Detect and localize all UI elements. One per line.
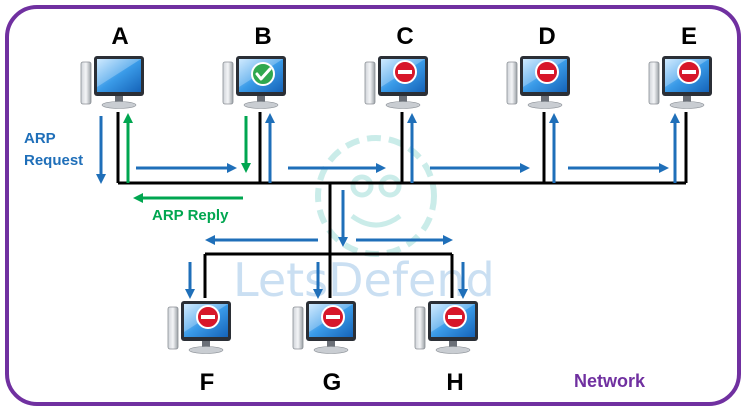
node-label-f: F (200, 369, 215, 396)
no-entry-icon (321, 305, 345, 329)
computer-b (222, 55, 287, 109)
watermark: LetsDefend (233, 135, 495, 307)
no-entry-icon (196, 305, 220, 329)
arp-request-label-line1: ARP (24, 130, 56, 147)
arp-reply-label: ARP Reply (152, 207, 229, 224)
computer-c (364, 55, 429, 109)
no-entry-icon (443, 305, 467, 329)
network-bus (116, 112, 688, 298)
computer-a (80, 55, 145, 109)
node-label-h: H (446, 369, 463, 396)
arp-request-arrows (96, 113, 680, 299)
node-label-a: A (111, 23, 128, 50)
no-entry-icon (677, 60, 701, 84)
watermark-text: LetsDefend (233, 253, 495, 307)
node-label-c: C (396, 23, 413, 50)
check-icon (251, 62, 275, 86)
computer-g (292, 300, 357, 354)
computer-h (414, 300, 479, 354)
node-label-g: G (323, 369, 342, 396)
node-label-b: B (254, 23, 271, 50)
node-label-e: E (681, 23, 697, 50)
no-entry-icon (393, 60, 417, 84)
computer-d (506, 55, 571, 109)
network-label: Network (574, 371, 646, 391)
node-label-d: D (538, 23, 555, 50)
no-entry-icon (535, 60, 559, 84)
arp-request-label-line2: Request (24, 152, 83, 169)
arp-reply-arrows (123, 113, 251, 203)
computer-f (167, 300, 232, 354)
network-frame (5, 5, 741, 406)
computer-e (648, 55, 713, 109)
